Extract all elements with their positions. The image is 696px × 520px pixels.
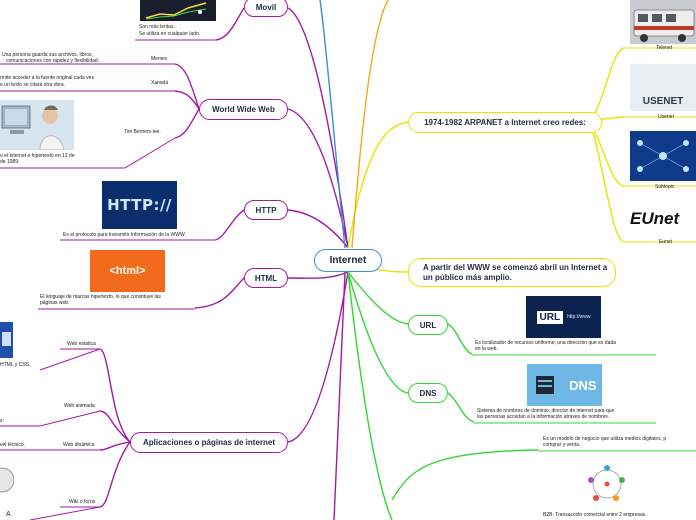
central-topic[interactable]: Internet <box>314 249 382 272</box>
dns-desc-1: Sistema de nombres de dominio, director … <box>477 408 615 414</box>
eunet-logo: EUnet <box>630 209 680 228</box>
xanadu-desc-2: e un texto se citará otra obra. <box>0 82 66 88</box>
movil-desc-1: Son más lentas. <box>139 24 175 30</box>
subtopic-web-estatica[interactable]: Web estatica <box>67 341 96 347</box>
subtopic-tim-berners-lee[interactable]: Tim Berners-lee. <box>124 129 161 135</box>
topic-world-wide-web[interactable]: World Wide Web <box>199 99 288 120</box>
http-image-text: HTTP:// <box>107 196 172 214</box>
html-desc-1: El lenguaje de marcas hipertexto, lo que… <box>40 294 161 300</box>
eunet-caption[interactable]: Eunet <box>659 239 673 245</box>
telenet-image <box>630 0 696 44</box>
wiki-globe-image <box>0 466 14 500</box>
telenet-caption[interactable]: Telenet <box>656 45 673 51</box>
topic-arpanet[interactable]: 1974-1982 ARPANET a Internet creo redes: <box>408 112 602 133</box>
usenet-image: USENET <box>630 64 696 111</box>
xanadu-desc-1: rmite acceder a la fuente original cada … <box>0 75 94 81</box>
person-at-computer-icon <box>1 105 65 150</box>
network-people-icon <box>637 140 689 172</box>
connector-dns <box>347 271 409 394</box>
subtopic-caption[interactable]: Subtopic <box>655 184 675 190</box>
topic-www-public[interactable]: A partir del WWW se comenzó abril un Int… <box>408 258 616 287</box>
wikipedia-globe-icon <box>0 467 14 493</box>
ecommerce-cycle-image <box>582 460 632 508</box>
subtopic-web-dinamica[interactable]: Web dinámica <box>63 442 95 448</box>
subtopic-memex[interactable]: Memex <box>151 56 168 62</box>
html-image-text: <html> <box>109 265 146 277</box>
url-image: URL http://www <box>526 296 601 338</box>
browser-window-icon <box>2 332 11 346</box>
dns-image-text: DNS <box>569 377 597 393</box>
web-animada-desc: s: <box>0 418 4 424</box>
tim-desc-1: o el internet e hipertexto en 12 de <box>0 153 75 159</box>
bus-photo-icon <box>633 9 695 42</box>
subtopic-web-animada[interactable]: Web animada <box>64 403 95 409</box>
http-desc: Es el protocolo para transmitir Informac… <box>63 232 186 238</box>
html-desc-2: páginas web. <box>40 300 70 306</box>
topic-movil[interactable]: Movil <box>244 0 288 17</box>
web-dinamica-desc: vel técnico. <box>0 442 26 448</box>
usenet-caption[interactable]: Usenet <box>658 114 674 120</box>
url-desc-1: Es localizador de recursos uniforme, una… <box>475 340 616 346</box>
connector-apps <box>287 271 349 443</box>
movil-desc-2: Se utiliza en cualquier lado. <box>139 31 201 37</box>
dns-desc-2: las personas accedan a la información at… <box>477 414 610 420</box>
server-icon <box>536 376 555 394</box>
ecommerce-desc-1: Es un modelo de negocio que utiliza medi… <box>543 436 667 442</box>
tim-berners-lee-photo <box>0 100 74 150</box>
movil-chart-image <box>140 0 216 21</box>
wiki-glyph: A <box>6 511 11 518</box>
web-estatica-desc: HTML y CSS. <box>0 362 31 368</box>
topic-html[interactable]: HTML <box>244 268 288 288</box>
ecommerce-desc-2: comprar y venta. <box>543 442 581 448</box>
growth-chart-icon <box>145 2 207 20</box>
eunet-image: EUnet <box>630 203 696 235</box>
usenet-logo: USENET <box>642 96 684 107</box>
connector-html <box>287 271 349 279</box>
memex-desc-1: Una persona guarda sus archivos, libros, <box>2 52 93 58</box>
subtopic-image <box>630 131 696 181</box>
url-image-text-2: http://www <box>567 314 591 320</box>
subtopic-xanadu[interactable]: Xanadú <box>151 80 169 86</box>
connector-ecommerce <box>347 271 393 520</box>
topic-aplicaciones[interactable]: Aplicaciones o páginas de internet <box>130 432 288 453</box>
ecommerce-b2b: B2B: Transacción comercial entre 2 empre… <box>543 512 647 518</box>
url-desc-2: en la web. <box>475 346 498 352</box>
connector-url <box>347 271 409 325</box>
url-image-text: URL <box>536 310 564 324</box>
topic-dns[interactable]: DNS <box>408 383 448 403</box>
topic-url[interactable]: URL <box>408 315 448 335</box>
memex-desc-2: comunicaciones con rapidez y flexibilida… <box>6 58 100 64</box>
http-image: HTTP:// <box>102 181 177 229</box>
business-cycle-icon <box>588 465 625 501</box>
html-image: <html> <box>90 250 165 292</box>
web-estatica-image <box>0 322 13 358</box>
connector-www <box>287 108 349 249</box>
subtopic-wiki-foros[interactable]: Wiki o foros <box>69 499 96 505</box>
dns-image: DNS <box>527 364 602 406</box>
topic-http[interactable]: HTTP <box>244 200 288 220</box>
connector-http <box>287 209 349 249</box>
tim-desc-2: de 1989. <box>0 159 20 165</box>
